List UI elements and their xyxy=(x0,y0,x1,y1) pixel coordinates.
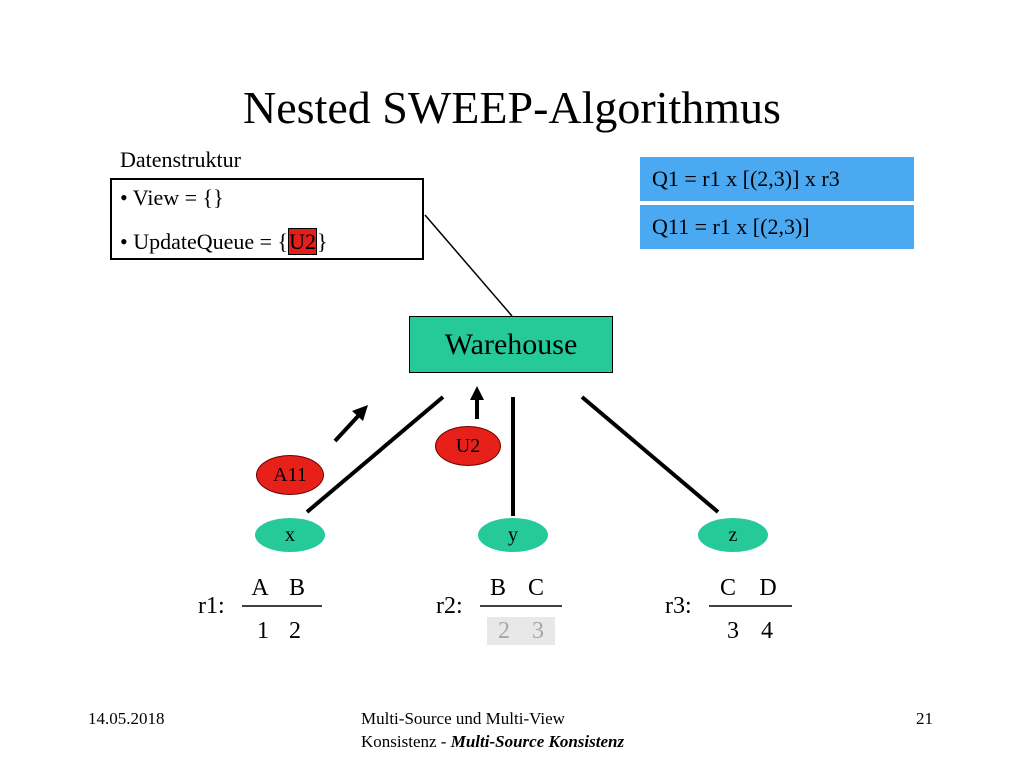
footer-title-line2: Konsistenz - Multi-Source Konsistenz xyxy=(361,731,624,753)
source-z: z xyxy=(698,518,768,552)
link-warehouse-x xyxy=(305,395,445,514)
r2-col-c: C xyxy=(527,575,544,601)
update-queue-prefix: • UpdateQueue = { xyxy=(120,229,289,254)
message-a11: A11 xyxy=(256,455,324,495)
arrow-u2-up-icon xyxy=(470,386,484,419)
relation-r2-name: r2: xyxy=(436,593,463,619)
datenstruktur-label: Datenstruktur xyxy=(120,147,241,172)
message-u2: U2 xyxy=(435,426,501,466)
query-q1-box: Q1 = r1 x [(2,3)] x r3 xyxy=(640,157,914,201)
footer-page-number: 21 xyxy=(916,709,933,728)
warehouse-node: Warehouse xyxy=(409,316,613,373)
source-y: y xyxy=(478,518,548,552)
callout-line xyxy=(424,214,513,317)
datenstruktur-box: • View = {} • UpdateQueue = {U2} xyxy=(110,178,424,260)
link-warehouse-z xyxy=(580,395,720,514)
r1-value-a: 1 xyxy=(257,618,269,644)
view-line: • View = {} xyxy=(120,185,224,210)
r2-value-c: 3 xyxy=(521,617,555,645)
slide-title: Nested SWEEP-Algorithmus xyxy=(243,82,781,133)
relation-r1-name: r1: xyxy=(198,593,225,619)
r1-col-b: B xyxy=(288,575,305,601)
r3-col-d: D xyxy=(759,575,777,601)
footer-date: 14.05.2018 xyxy=(88,709,165,728)
r3-col-c: C xyxy=(719,575,736,601)
relation-r3-name: r3: xyxy=(665,593,692,619)
r3-value-c: 3 xyxy=(727,618,739,644)
r2-value-b: 2 xyxy=(487,617,521,645)
footer-title-line1: Multi-Source und Multi-View xyxy=(361,709,565,728)
r2-col-b: B xyxy=(489,575,506,601)
update-queue-item: U2 xyxy=(288,228,318,255)
footer-title-normal: Konsistenz - xyxy=(361,732,451,751)
update-queue-line: • UpdateQueue = {U2} xyxy=(120,228,328,256)
update-queue-suffix: } xyxy=(317,229,328,254)
footer-title-bold: Multi-Source Konsistenz xyxy=(450,732,625,751)
r1-value-b: 2 xyxy=(289,618,301,644)
query-q11-box: Q11 = r1 x [(2,3)] xyxy=(640,205,914,249)
r3-value-d: 4 xyxy=(761,618,773,644)
source-x: x xyxy=(255,518,325,552)
arrow-a11-up-icon xyxy=(333,405,368,443)
r1-col-a: A xyxy=(251,575,269,601)
